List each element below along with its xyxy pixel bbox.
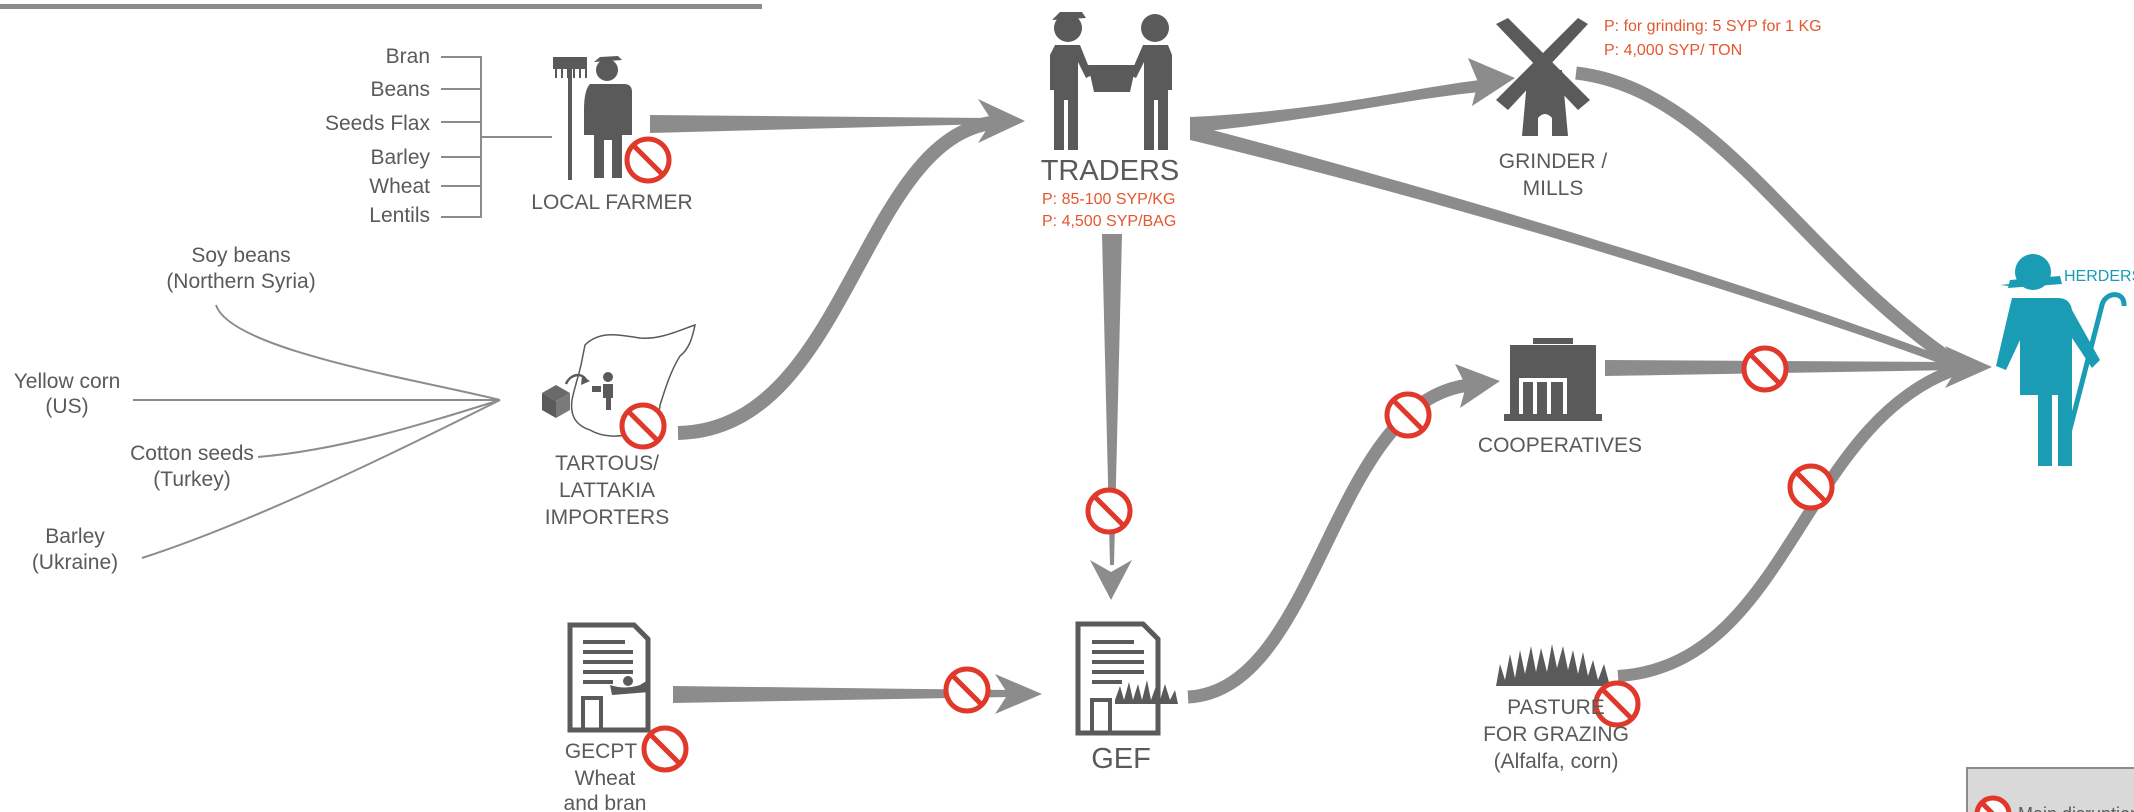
feed-item: Beans	[370, 78, 430, 101]
feed-item: Wheat	[369, 175, 430, 198]
disruption-icon	[619, 402, 667, 450]
svg-text:FOR GRAZING: FOR GRAZING	[1483, 723, 1629, 746]
flow-grinder-to-herders	[1575, 66, 1964, 372]
grass-icon	[1496, 644, 1610, 686]
arrowhead-traders-in	[978, 99, 1025, 143]
import-source: (Ukraine)	[32, 551, 118, 574]
flow-gecpt-to-gef	[673, 686, 1010, 703]
disruption-icon	[1787, 463, 1835, 511]
top-rule	[0, 4, 762, 9]
disruption-icon	[1741, 345, 1789, 393]
gecpt-document-icon	[567, 622, 651, 733]
svg-text:P: 85-100 SYP/KG: P: 85-100 SYP/KG	[1042, 191, 1175, 208]
legend: Main disruptions	[1966, 767, 2134, 812]
traders-label: TRADERS	[1041, 155, 1180, 187]
svg-text:and bran: and bran	[564, 792, 647, 812]
import-lines	[133, 304, 501, 559]
feed-items-bracket	[441, 56, 552, 218]
traders-price: P: 85-100 SYP/KG P: 4,500 SYP/BAG	[1042, 191, 1176, 230]
local-farmer-label: LOCAL FARMER	[531, 191, 692, 214]
import-source: Cotton seeds	[130, 442, 254, 465]
legend-disruption-icon	[1974, 795, 2012, 812]
flow-importers-to-traders	[677, 115, 1001, 440]
import-source: (Northern Syria)	[166, 270, 315, 293]
svg-text:LATTAKIA: LATTAKIA	[559, 479, 655, 502]
flow-gef-to-cooperatives	[1187, 378, 1471, 704]
import-source: Barley	[45, 525, 105, 548]
farmer-icon	[553, 56, 632, 180]
grinder-label: GRINDER / MILLS	[1499, 150, 1608, 200]
flow-traders-to-gef	[1102, 234, 1122, 565]
svg-text:P: for grinding: 5 SYP for 1: P: for grinding: 5 SYP for 1 KG	[1604, 18, 1822, 35]
feed-items: Bran Beans Seeds Flax Barley Wheat Lenti…	[325, 45, 431, 227]
import-source: (Turkey)	[153, 468, 230, 491]
flow-farmer-to-traders	[650, 115, 990, 133]
svg-text:P: 4,500 SYP/BAG: P: 4,500 SYP/BAG	[1042, 213, 1176, 230]
feed-item: Seeds Flax	[325, 112, 431, 135]
svg-text:GECPT: GECPT	[565, 740, 638, 763]
gef-label: GEF	[1091, 743, 1151, 775]
importer-map-icon	[542, 323, 696, 437]
svg-text:TARTOUS/: TARTOUS/	[555, 452, 659, 475]
gef-document-icon	[1075, 621, 1178, 736]
disruption-icon	[1593, 680, 1641, 728]
arrowhead-gef-from-gecpt	[995, 674, 1042, 714]
grinder-price: P: for grinding: 5 SYP for 1 KG P: 4,000…	[1604, 18, 1822, 59]
svg-text:MILLS: MILLS	[1523, 177, 1584, 200]
disruption-icon	[943, 666, 991, 714]
feed-item: Bran	[386, 45, 430, 68]
import-source: Soy beans	[191, 244, 290, 267]
importers-label: TARTOUS/ LATTAKIA IMPORTERS	[545, 452, 669, 529]
arrowhead-herders-in	[1945, 346, 1992, 388]
windmill-icon	[1496, 18, 1590, 136]
svg-text:IMPORTERS: IMPORTERS	[545, 506, 669, 529]
disruption-icon	[1384, 391, 1432, 439]
svg-text:Wheat: Wheat	[575, 767, 636, 790]
disruption-icon	[1085, 487, 1133, 535]
feed-item: Lentils	[369, 204, 430, 227]
flow-traders-to-grinder	[1190, 80, 1480, 133]
herders-label: HERDERS	[2064, 268, 2134, 285]
svg-text:PASTURE: PASTURE	[1507, 696, 1605, 719]
disruption-icon	[641, 725, 689, 773]
flow-traders-to-herders	[1190, 124, 1965, 372]
arrowhead-gef-from-traders	[1090, 560, 1132, 600]
arrowhead-cooperatives-in	[1455, 364, 1500, 408]
import-source: (US)	[45, 395, 88, 418]
gecpt-label: GECPT Wheat and bran	[564, 740, 647, 812]
pasture-label: PASTURE FOR GRAZING (Alfalfa, corn)	[1483, 696, 1629, 773]
import-source: Yellow corn	[14, 370, 121, 393]
herder-icon	[1996, 254, 2127, 466]
svg-text:GRINDER /: GRINDER /	[1499, 150, 1608, 173]
arrowhead-grinder-in	[1468, 58, 1515, 106]
feed-item: Barley	[370, 146, 430, 169]
cooperatives-label: COOPERATIVES	[1478, 434, 1642, 457]
traders-handshake-icon	[1050, 12, 1172, 150]
svg-text:(Alfalfa, corn): (Alfalfa, corn)	[1494, 750, 1619, 773]
disruption-icon	[624, 136, 672, 184]
store-icon	[1504, 338, 1602, 421]
flow-pasture-to-herders	[1617, 362, 1962, 682]
svg-text:P: 4,000 SYP/ TON: P: 4,000 SYP/ TON	[1604, 42, 1742, 59]
legend-label: Main disruptions	[2018, 804, 2134, 812]
import-sources: Soy beans (Northern Syria) Yellow corn (…	[14, 244, 316, 574]
